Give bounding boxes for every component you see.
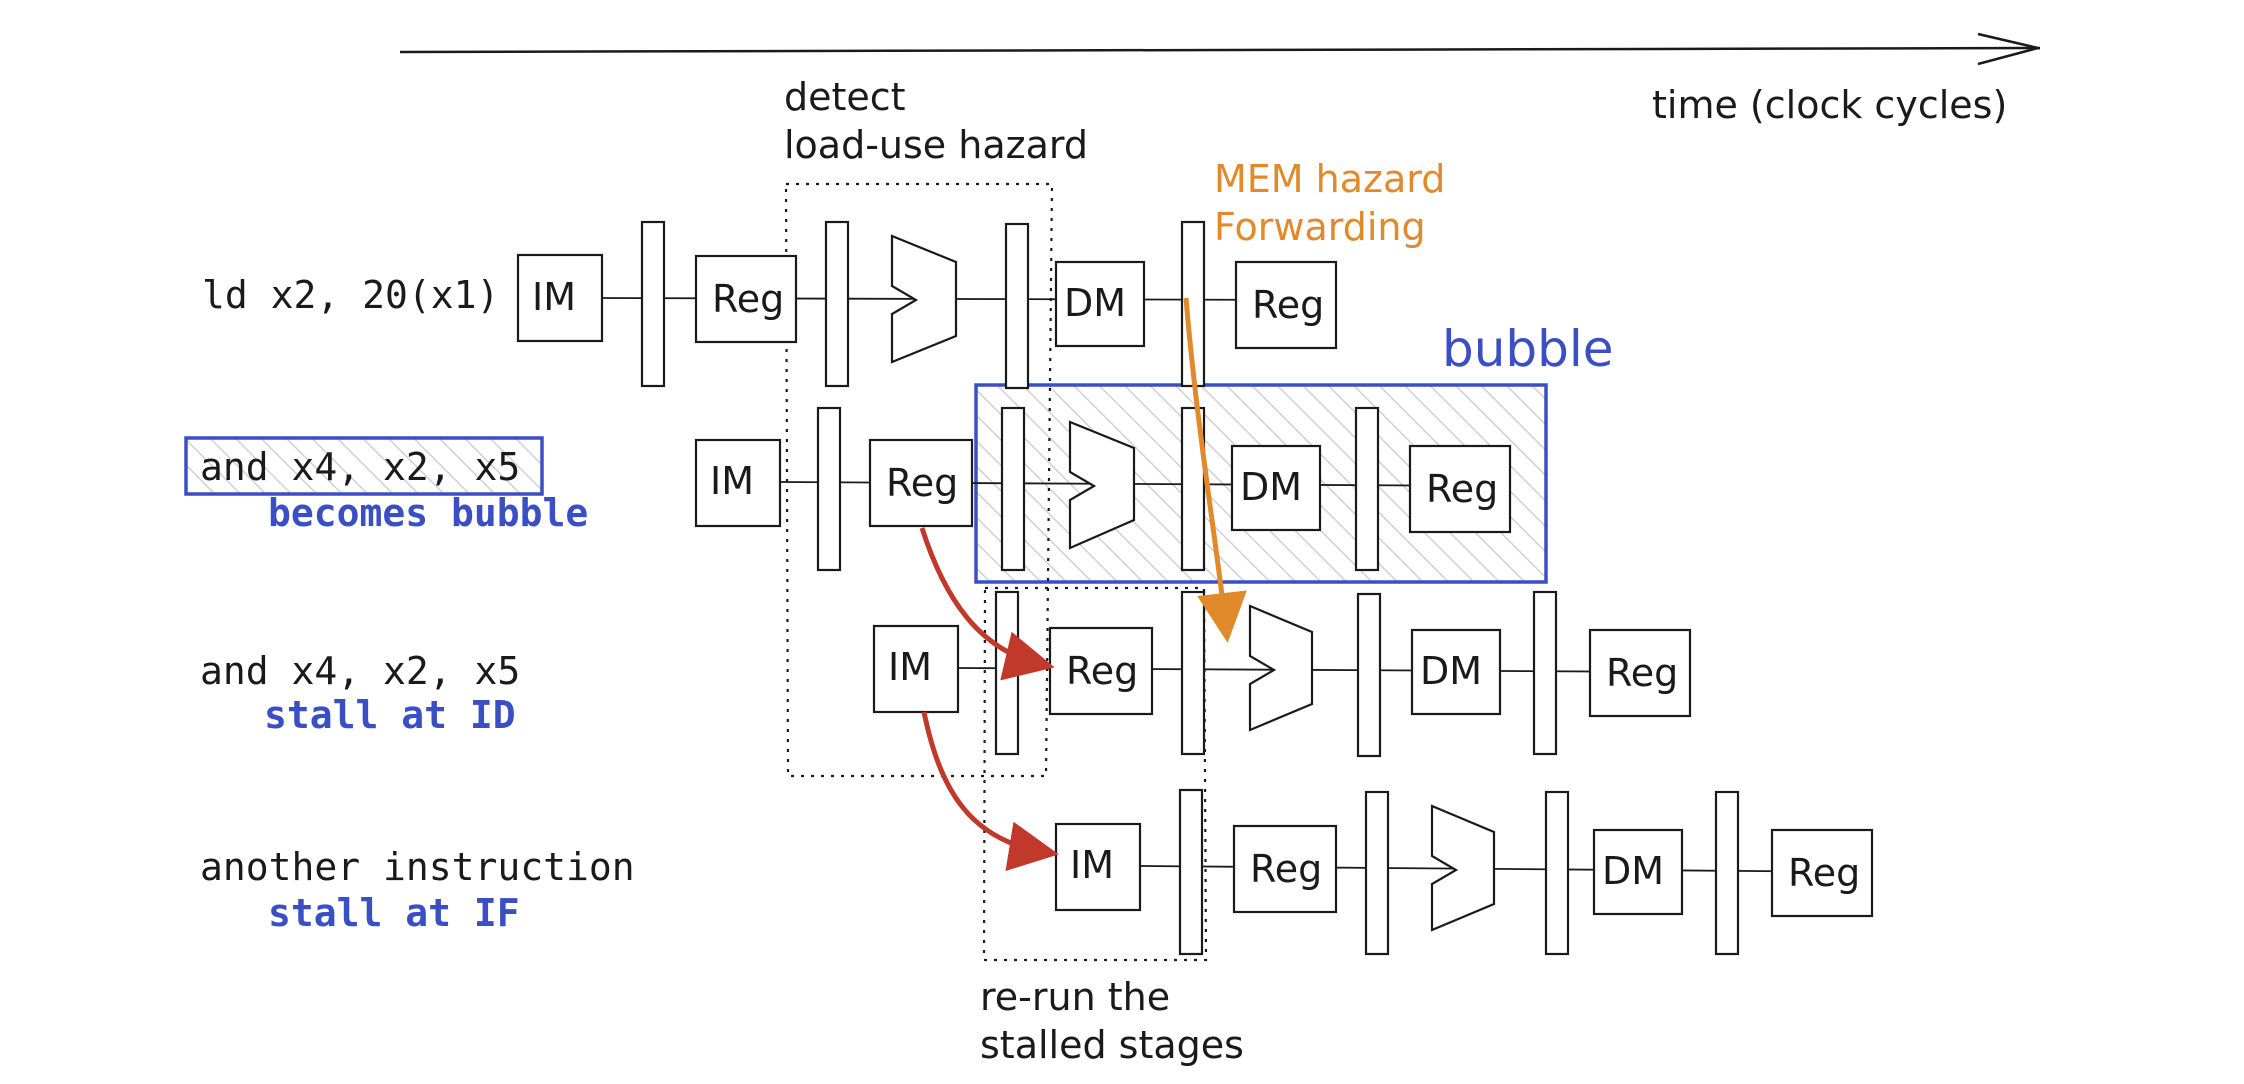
reg-stage-label: Reg — [1066, 649, 1138, 693]
im-stage-label: IM — [532, 275, 576, 319]
pipeline-register — [1364, 790, 1390, 956]
im-stage — [872, 624, 960, 714]
detect-label-line2: load-use hazard — [784, 123, 1088, 167]
instr-2-code: and x4, x2, x5 — [200, 445, 520, 489]
dm-stage-label: DM — [1240, 465, 1302, 509]
alu-icon — [890, 234, 958, 364]
instr-3-note: stall at ID — [264, 693, 516, 737]
reg-stage-label: Reg — [1788, 851, 1860, 895]
stall-arrow-im — [921, 711, 1059, 872]
pipeline-row-3: IM Reg DM Reg — [872, 590, 1692, 758]
pipeline-register — [1544, 790, 1570, 956]
detect-label-line1: detect — [784, 75, 906, 119]
im-stage — [694, 438, 782, 528]
instr-4-code: another instruction — [200, 845, 635, 889]
reg-stage-label: Reg — [886, 461, 958, 505]
pipeline-register — [1714, 790, 1740, 956]
reg-stage-label: Reg — [712, 277, 784, 321]
instr-2-highlight-box — [184, 436, 544, 496]
dm-stage-label: DM — [1602, 849, 1664, 893]
alu-icon — [1248, 604, 1314, 732]
reg-stage — [1234, 260, 1338, 350]
mem-hazard-label-line2: Forwarding — [1214, 205, 1426, 249]
stall-arrow-reg — [919, 527, 1055, 681]
alu-icon — [1430, 804, 1496, 932]
dm-stage — [1410, 628, 1502, 716]
time-axis-arrowhead — [1977, 32, 2039, 66]
alu-icon — [1068, 420, 1136, 550]
mem-hazard-annotation: MEM hazard Forwarding — [1214, 157, 1445, 249]
rerun-label-line2: stalled stages — [980, 1023, 1244, 1067]
im-stage-label: IM — [710, 459, 754, 503]
mem-hazard-label-line1: MEM hazard — [1214, 157, 1445, 201]
instr-2-note: becomes bubble — [268, 491, 588, 535]
rerun-dotted-box — [982, 586, 1208, 962]
im-stage-label: IM — [1070, 843, 1114, 887]
pipeline-register — [1000, 406, 1026, 572]
pipeline-register — [1180, 406, 1206, 572]
dm-stage — [1054, 260, 1146, 348]
dm-stage — [1592, 828, 1684, 916]
reg-stage-label: Reg — [1250, 847, 1322, 891]
im-stage — [516, 253, 604, 343]
instruction-labels: ld x2, 20(x1) and x4, x2, x5 becomes bub… — [184, 273, 635, 935]
reg-stage-label: Reg — [1426, 467, 1498, 511]
bubble-label: bubble — [1442, 320, 1614, 378]
pipeline-row-2: IM Reg DM Reg — [694, 406, 1512, 572]
reg-stage — [1770, 828, 1874, 918]
pipeline-register — [640, 220, 666, 388]
reg-stage — [1408, 444, 1512, 534]
pipeline-register — [824, 220, 850, 388]
pipeline-register — [816, 406, 842, 572]
reg-stage — [1232, 824, 1338, 914]
instr-1-code: ld x2, 20(x1) — [202, 273, 499, 317]
rerun-label-line1: re-run the — [980, 975, 1170, 1019]
dm-stage-label: DM — [1064, 281, 1126, 325]
time-axis-label: time (clock cycles) — [1652, 83, 2007, 127]
pipeline-register — [1180, 590, 1206, 756]
reg-stage-label: Reg — [1252, 283, 1324, 327]
pipeline-register — [994, 590, 1020, 756]
instr-3-code: and x4, x2, x5 — [200, 649, 520, 693]
im-stage — [1054, 822, 1142, 912]
time-axis: time (clock cycles) — [399, 32, 2041, 127]
dm-stage-label: DM — [1420, 649, 1482, 693]
rerun-region: re-run the stalled stages — [980, 586, 1244, 1067]
im-stage-label: IM — [888, 645, 932, 689]
instr-4-note: stall at IF — [268, 891, 520, 935]
forwarding-arrow — [1183, 297, 1247, 643]
reg-stage — [868, 438, 974, 528]
detect-region: detect load-use hazard — [784, 75, 1088, 778]
pipeline-register — [1178, 788, 1204, 956]
reg-stage-label: Reg — [1606, 651, 1678, 695]
reg-stage — [694, 254, 798, 344]
pipeline-register — [1354, 406, 1380, 572]
time-axis-line — [399, 46, 2041, 54]
reg-stage — [1588, 628, 1692, 718]
pipeline-row-1: IM Reg DM Reg — [516, 220, 1338, 390]
pipeline-register — [1004, 222, 1030, 390]
dm-stage — [1230, 444, 1322, 532]
pipeline-row-4: IM Reg DM Reg — [1054, 788, 1874, 956]
pipeline-register — [1532, 590, 1558, 756]
pipeline-register — [1356, 592, 1382, 758]
